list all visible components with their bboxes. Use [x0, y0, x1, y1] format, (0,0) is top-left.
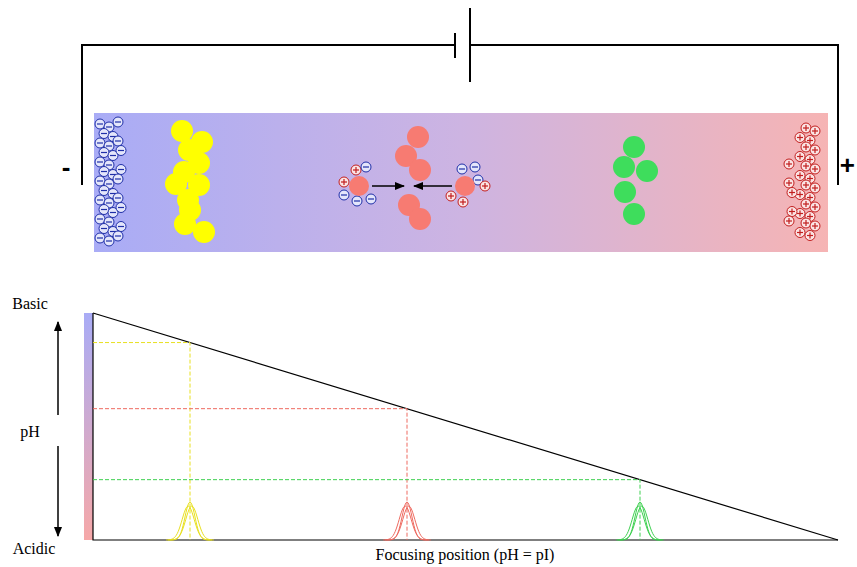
red-protein: [407, 126, 429, 148]
yellow-protein: [174, 213, 196, 235]
negative-ion: [95, 157, 105, 167]
positive-ion: [795, 152, 805, 162]
negative-ion: [99, 205, 109, 215]
battery-plate: [469, 8, 471, 82]
positive-ion: [801, 123, 811, 133]
negative-ion: [116, 146, 126, 156]
negative-ion: [113, 136, 123, 146]
positive-ion: [810, 164, 820, 174]
migration-arrow: [372, 185, 404, 187]
axis-arrow: [57, 446, 59, 536]
positive-ion: [787, 207, 797, 217]
positive-ion: [801, 180, 811, 190]
protein-group: [165, 120, 658, 243]
negative-ion: [116, 222, 126, 232]
negative-ion: [99, 167, 109, 177]
negative-ion: [116, 165, 126, 175]
positive-ion: [801, 199, 811, 209]
positive-ion: [458, 197, 468, 207]
positive-ion: [810, 183, 820, 193]
red-protein: [349, 176, 369, 196]
positive-ion: [801, 218, 811, 228]
positive-ion: [446, 191, 456, 201]
negative-ion: [113, 174, 123, 184]
positive-ion: [810, 126, 820, 136]
negative-ion: [457, 164, 467, 174]
red-protein: [409, 159, 431, 181]
focus-peak: [620, 506, 664, 540]
green-protein: [623, 136, 645, 158]
axis-label: pH: [20, 424, 40, 440]
negative-ion: [470, 162, 480, 172]
green-protein: [636, 160, 658, 182]
red-protein: [409, 208, 431, 230]
negative-ion: [99, 186, 109, 196]
guide-line: [93, 343, 190, 540]
negative-ion: [95, 176, 105, 186]
battery-plate: [454, 33, 456, 58]
negative-ion: [95, 195, 105, 205]
negative-ion: [361, 162, 371, 172]
negative-ion: [95, 119, 105, 129]
axis-label: Basic: [12, 296, 48, 312]
green-protein: [623, 203, 645, 225]
negative-ion: [99, 148, 109, 158]
electrode-sign: -: [62, 154, 71, 180]
axis-arrow: [57, 322, 59, 415]
axis-label: Acidic: [13, 541, 56, 557]
positive-ion: [801, 142, 811, 152]
negative-ion: [339, 190, 349, 200]
positive-ion: [805, 231, 815, 241]
yellow-protein: [193, 221, 215, 243]
positive-ion: [801, 161, 811, 171]
negative-ion: [95, 214, 105, 224]
negative-ion: [352, 196, 362, 206]
red-protein: [455, 176, 475, 196]
positive-ion: [795, 171, 805, 181]
green-protein: [614, 181, 636, 203]
negative-ion: [95, 233, 105, 243]
peak-group: [93, 343, 664, 540]
positive-ion: [351, 165, 361, 175]
positive-ion: [784, 159, 794, 169]
green-protein: [613, 156, 635, 178]
positive-ion: [795, 228, 805, 238]
guide-line: [93, 409, 407, 540]
negative-ion: [113, 117, 123, 127]
positive-ion: [795, 133, 805, 143]
axis-title: Focusing position (pH = pI): [376, 547, 555, 563]
positive-ion: [810, 221, 820, 231]
positive-ion: [810, 202, 820, 212]
focus-peak: [170, 506, 214, 540]
negative-ion: [95, 138, 105, 148]
negative-ion: [104, 236, 114, 246]
negative-ion: [366, 194, 376, 204]
negative-ion: [99, 129, 109, 139]
electrode-sign: +: [840, 152, 855, 178]
negative-ion: [113, 193, 123, 203]
negative-ion: [116, 203, 126, 213]
positive-ion: [480, 181, 490, 191]
guide-line: [93, 480, 640, 540]
ph-gradient-bar: [84, 313, 93, 540]
positive-ion: [784, 178, 794, 188]
positive-ion: [784, 216, 794, 226]
negative-ion: [99, 224, 109, 234]
ion-group: [95, 117, 820, 246]
positive-ion: [810, 145, 820, 155]
positive-ion: [339, 177, 349, 187]
ph-slope: [93, 313, 838, 540]
negative-ion: [113, 231, 123, 241]
positive-ion: [787, 188, 797, 198]
yellow-protein: [171, 120, 193, 142]
gel-strip: [94, 113, 828, 252]
migration-arrow: [414, 185, 452, 187]
focus-peak: [387, 506, 431, 540]
axis: [93, 313, 838, 540]
